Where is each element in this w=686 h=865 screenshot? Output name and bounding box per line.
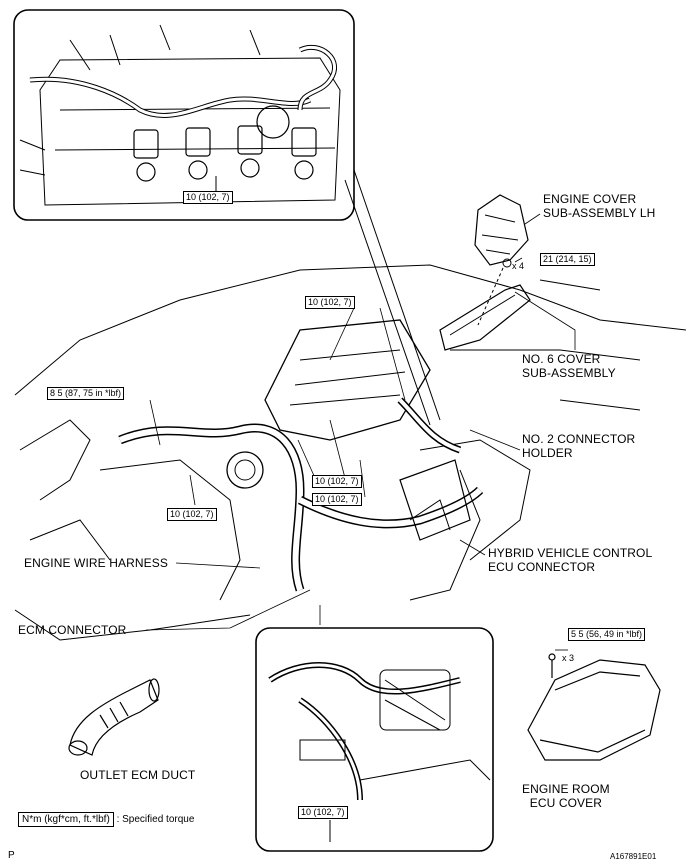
quantity-cover-lh: x 4	[512, 261, 525, 271]
label-hv-ecu-line1: HYBRID VEHICLE CONTROL	[488, 546, 653, 560]
label-engine-room-ecu-cover: ENGINE ROOM ECU COVER	[522, 782, 610, 810]
corner-mark-left: P	[8, 850, 15, 861]
legend-text: : Specified torque	[116, 814, 195, 825]
bottom-inset-view	[255, 627, 494, 852]
no6-cover	[439, 284, 531, 351]
label-engine-cover-lh: ENGINE COVER SUB-ASSEMBLY LH	[543, 192, 655, 220]
torque-ecu-cover: 5 5 (56, 49 in *lbf)	[568, 628, 646, 641]
engine-bay	[14, 264, 686, 641]
top-inset-view	[13, 9, 355, 221]
label-engine-cover-lh-line1: ENGINE COVER	[543, 192, 637, 206]
torque-legend: N*m (kgf*cm, ft.*lbf) : Specified torque	[18, 812, 195, 827]
quantity-ecu-cover: x 3	[562, 653, 575, 663]
hv-ecu-connector-shape	[399, 459, 481, 601]
label-hv-control-ecu-connector: HYBRID VEHICLE CONTROL ECU CONNECTOR	[488, 546, 652, 574]
outlet-ecm-duct	[68, 678, 160, 756]
label-no6-cover: NO. 6 COVER SUB-ASSEMBLY	[522, 352, 616, 380]
engine-wire-harness	[118, 397, 484, 592]
legend-unit-box: N*m (kgf*cm, ft.*lbf)	[18, 812, 114, 827]
label-engine-cover-lh-line2: SUB-ASSEMBLY LH	[543, 206, 656, 220]
torque-upper: 10 (102, 7)	[305, 296, 355, 309]
leader-lines	[145, 213, 576, 651]
torque-center-lower: 10 (102, 7)	[312, 493, 362, 506]
torque-center: 10 (102, 7)	[312, 475, 362, 488]
torque-cover-lh: 21 (214, 15)	[540, 253, 595, 266]
torque-left: 8 5 (87, 75 in *lbf)	[47, 387, 125, 400]
label-no2-connector-holder-line2: HOLDER	[522, 446, 573, 460]
label-engine-wire-harness: ENGINE WIRE HARNESS	[24, 556, 168, 570]
label-outlet-ecm-duct: OUTLET ECM DUCT	[80, 768, 196, 782]
torque-inset-top: 10 (102, 7)	[183, 191, 233, 204]
engine-room-ecu-cover	[527, 653, 661, 761]
label-no6-cover-line1: NO. 6 COVER	[522, 352, 601, 366]
label-ecm-connector: ECM CONNECTOR	[18, 623, 127, 637]
label-no6-cover-line2: SUB-ASSEMBLY	[522, 366, 616, 380]
engine-cover-lh	[474, 194, 529, 326]
label-ecu-cover-line2: ECU COVER	[529, 796, 603, 810]
torque-lower-left: 10 (102, 7)	[167, 508, 217, 521]
torque-inset-bottom: 10 (102, 7)	[298, 806, 348, 819]
label-no2-connector-holder-line1: NO. 2 CONNECTOR	[522, 432, 636, 446]
label-hv-ecu-line2: ECU CONNECTOR	[488, 560, 596, 574]
label-ecu-cover-line1: ENGINE ROOM	[522, 782, 610, 796]
figure-id: A167891E01	[610, 852, 657, 861]
label-no2-connector-holder: NO. 2 CONNECTOR HOLDER	[522, 432, 635, 460]
